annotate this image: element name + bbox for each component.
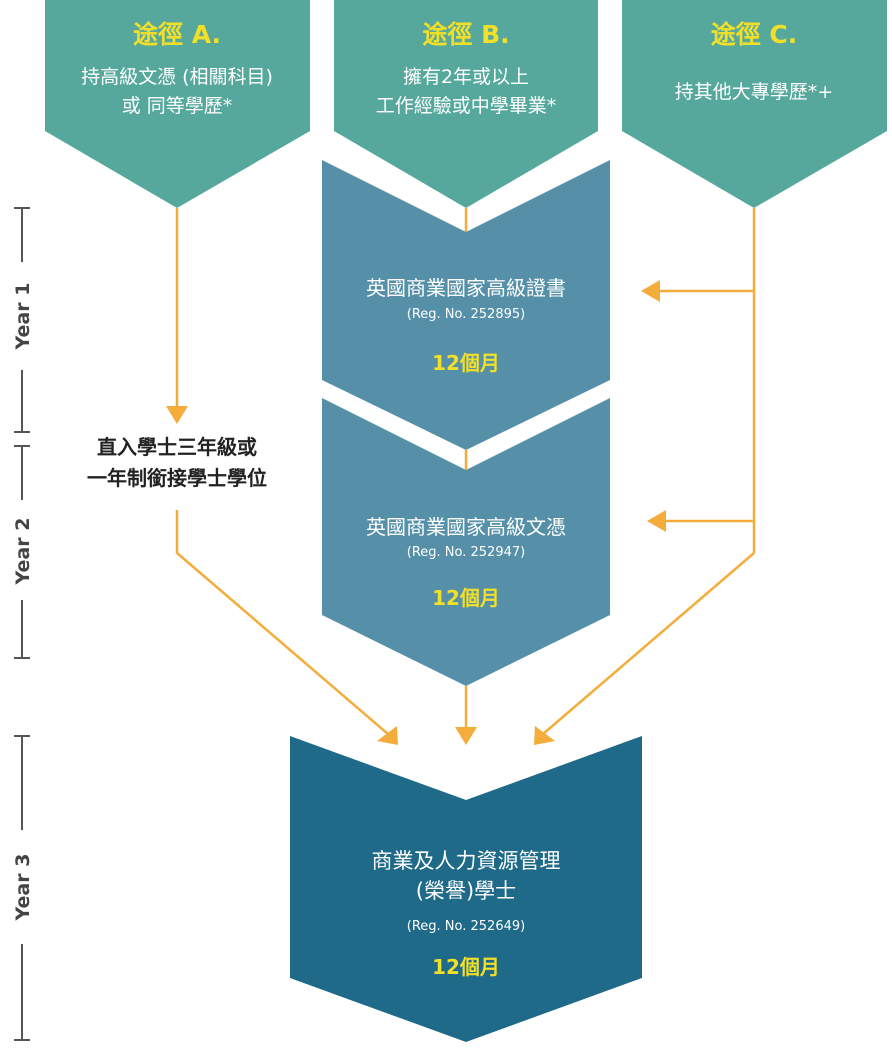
path-a-to-degree <box>175 510 389 735</box>
year-label-2: Year 2 <box>12 518 34 586</box>
arrowheads <box>166 280 666 745</box>
path-c-to-degree <box>542 552 755 735</box>
pathway-b-line-2: 工作經驗或中學畢業* <box>376 95 557 117</box>
hnd-reg-no: (Reg. No. 252947) <box>407 545 525 560</box>
year-label-3: Year 3 <box>12 854 34 922</box>
hnc-name: 英國商業國家高級證書 <box>366 276 566 300</box>
degree-name-line-2: (榮譽)學士 <box>416 879 516 903</box>
hnc-reg-no: (Reg. No. 252895) <box>407 307 525 322</box>
connector-lines <box>175 208 756 735</box>
degree-shape <box>290 736 642 1042</box>
degree-name-line-1: 商業及人力資源管理 <box>372 849 561 873</box>
arrow-down-right-icon <box>377 726 398 745</box>
pathway-b-title: 途徑 B. <box>422 20 509 49</box>
hnc-shape <box>322 160 610 450</box>
degree-reg-no: (Reg. No. 252649) <box>407 919 525 934</box>
pathway-a-line-2: 或 同等學歷* <box>122 95 233 117</box>
pathway-b-shape <box>334 0 598 208</box>
year-label-1: Year 1 <box>12 283 34 351</box>
pathway-a-title: 途徑 A. <box>133 20 221 49</box>
arrow-down-left-icon <box>534 726 555 745</box>
arrow-left-icon <box>641 280 660 302</box>
pathway-c-line-1: 持其他大專學歷*+ <box>675 81 833 103</box>
arrow-down-icon <box>455 727 477 745</box>
hnd-shape <box>322 398 610 686</box>
hnd-name: 英國商業國家高級文憑 <box>366 515 566 539</box>
pathway-b-line-1: 擁有2年或以上 <box>403 66 529 88</box>
degree-duration: 12個月 <box>432 955 500 979</box>
year-axis <box>14 207 30 1041</box>
pathway-c-title: 途徑 C. <box>711 20 798 49</box>
pathway-a-line-1: 持高級文憑 (相關科目) <box>81 66 273 88</box>
pathway-c-shape <box>622 0 887 208</box>
direct-entry-line-1: 直入學士三年級或 <box>97 435 257 459</box>
direct-entry-line-2: 一年制銜接學士學位 <box>87 466 267 490</box>
pathway-a-shape <box>45 0 310 208</box>
arrow-down-icon <box>166 406 188 424</box>
arrow-left-icon <box>647 510 666 532</box>
hnd-duration: 12個月 <box>432 586 500 610</box>
hnc-duration: 12個月 <box>432 351 500 375</box>
